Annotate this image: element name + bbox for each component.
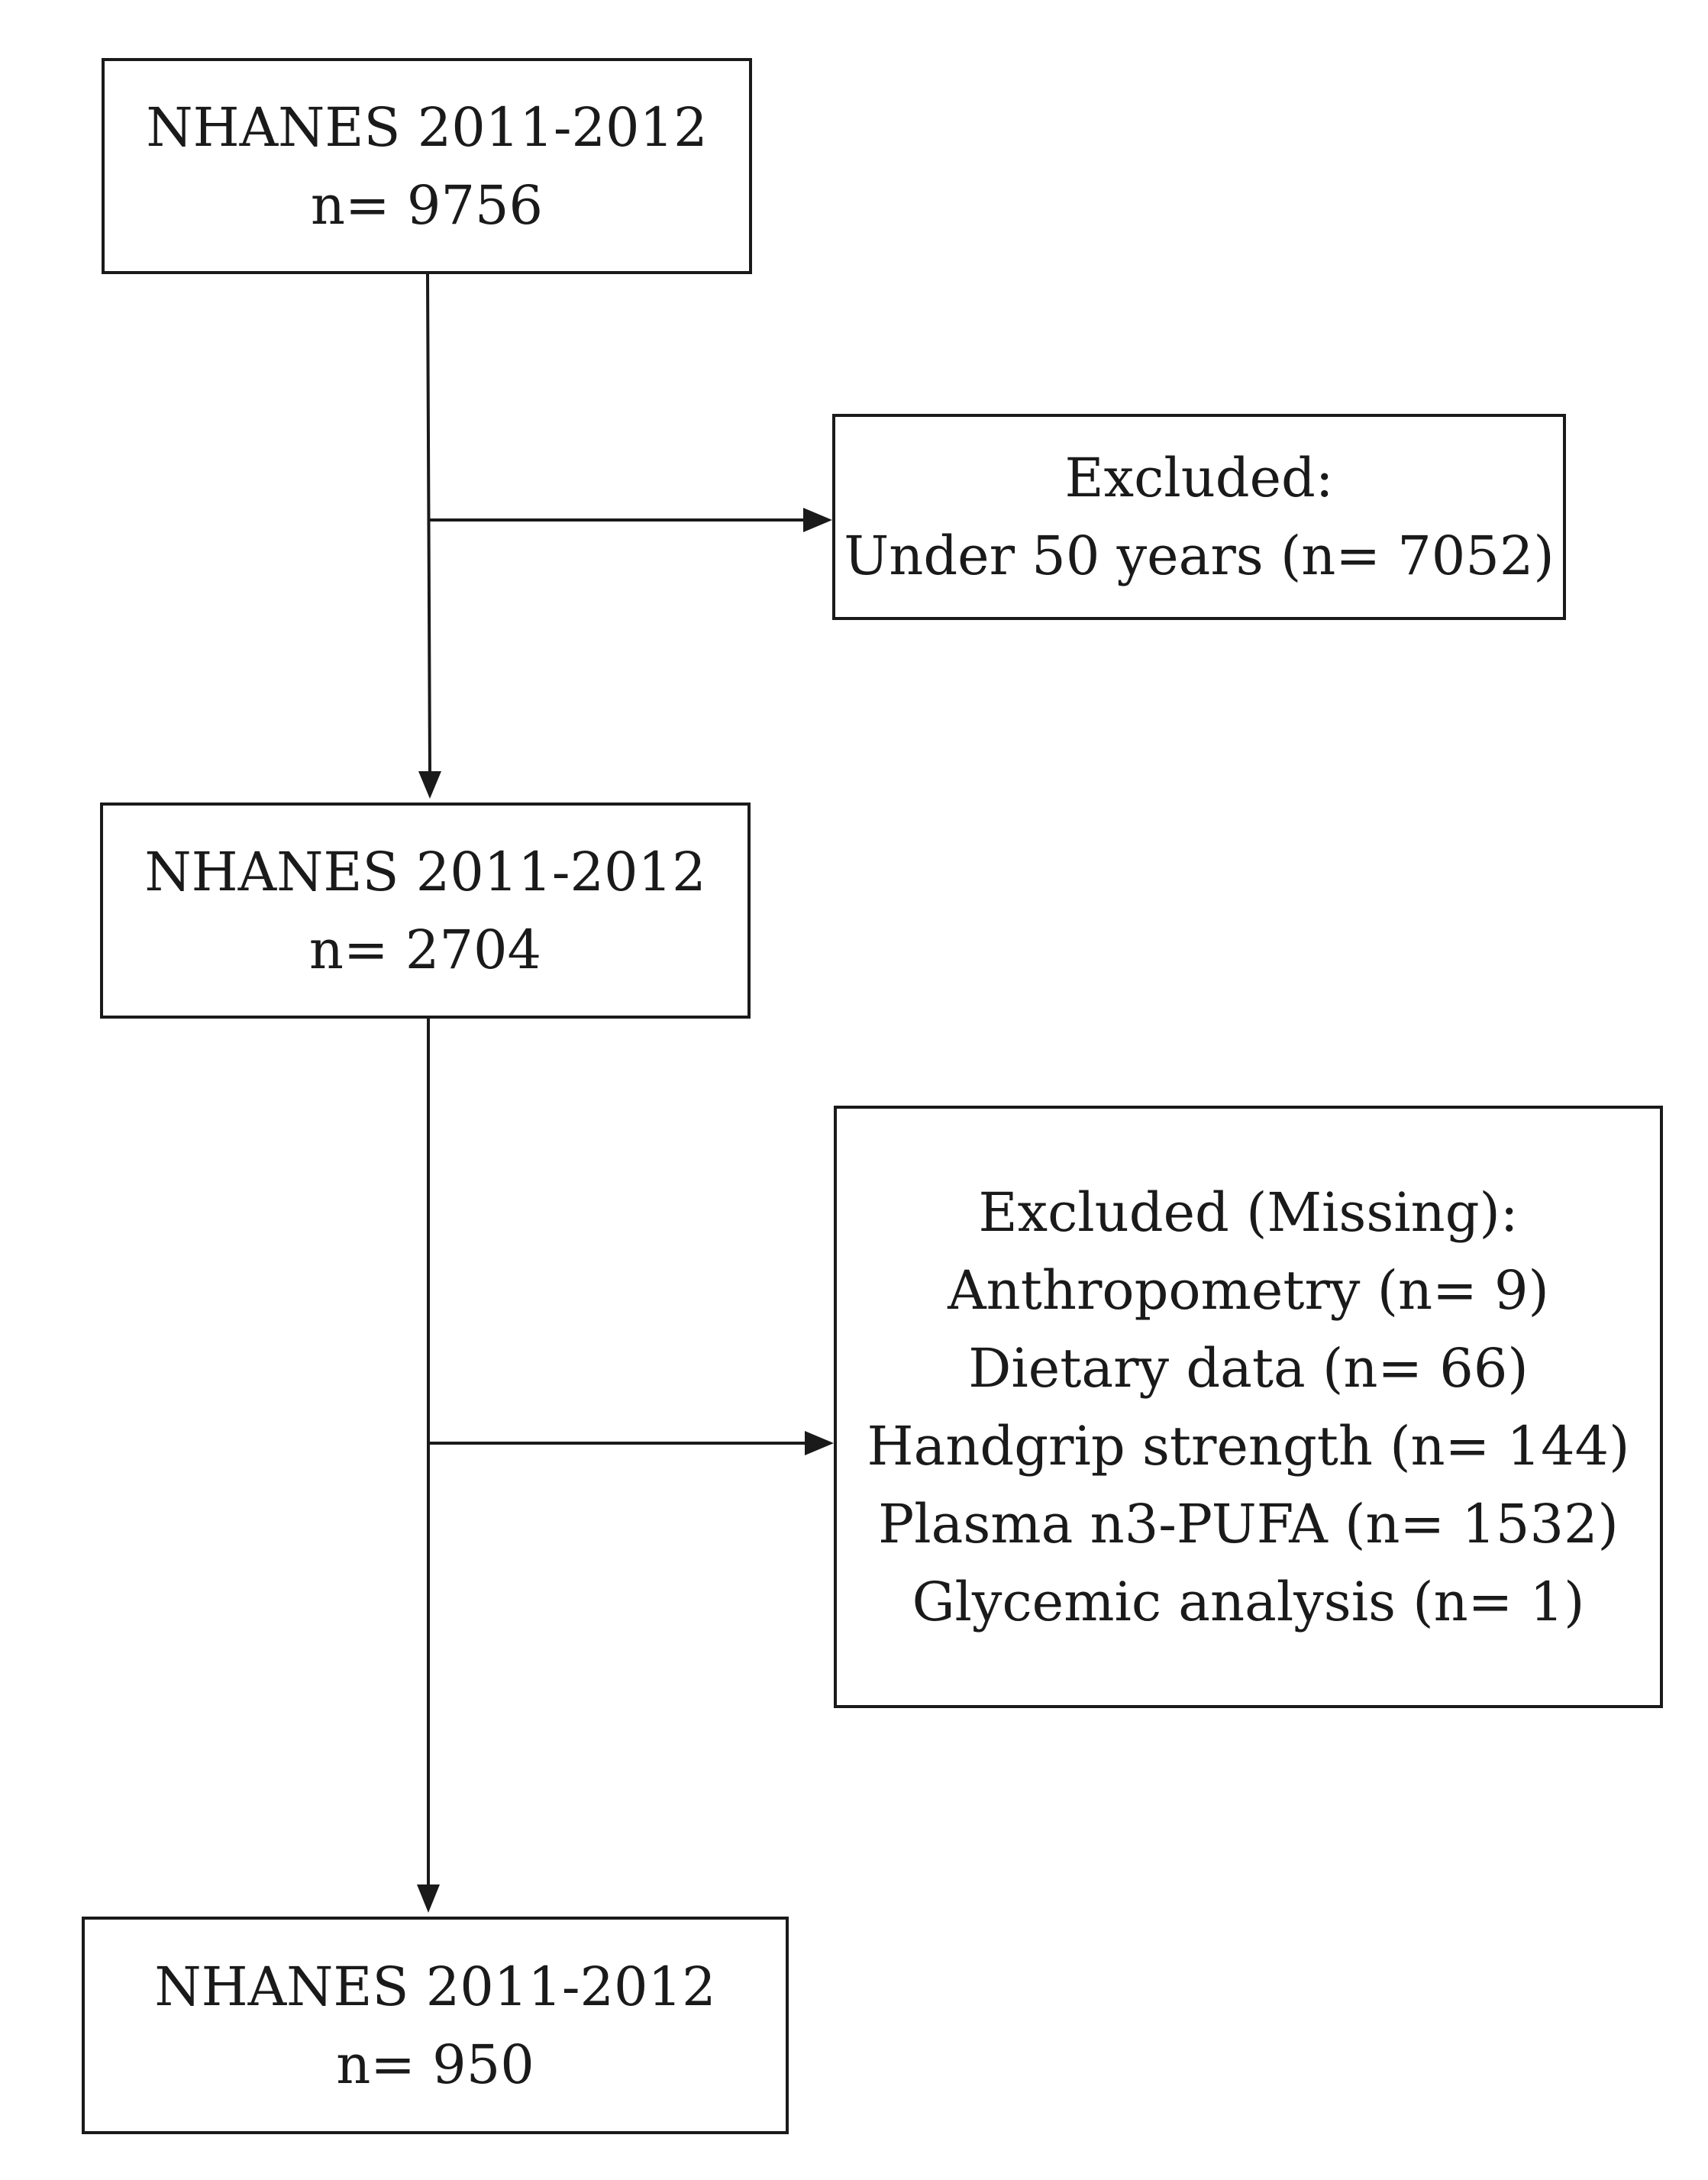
exclusion-age-heading: Excluded: — [1064, 447, 1334, 509]
start-title: NHANES 2011-2012 — [146, 95, 708, 159]
exclusion-missing-box: Excluded (Missing): Anthropometry (n= 9)… — [834, 1106, 1663, 1708]
exclusion-age-box: Excluded: Under 50 years (n= 7052) — [832, 414, 1566, 620]
exclusion-missing-item: Dietary data (n= 66) — [968, 1336, 1529, 1400]
exclusion-missing-item: Plasma n3-PUFA (n= 1532) — [878, 1492, 1619, 1555]
middle-count: n= 2704 — [308, 918, 542, 981]
exclusion-missing-item: Handgrip strength (n= 144) — [867, 1414, 1630, 1478]
final-population-box: NHANES 2011-2012 n= 950 — [82, 1917, 789, 2134]
final-count: n= 950 — [336, 2033, 534, 2096]
middle-title: NHANES 2011-2012 — [144, 840, 706, 903]
arrowhead-final — [417, 1884, 440, 1913]
arrowhead-exclusion-missing — [805, 1431, 834, 1455]
exclusion-missing-item: Anthropometry (n= 9) — [948, 1258, 1549, 1322]
exclusion-missing-heading: Excluded (Missing): — [978, 1180, 1519, 1244]
start-population-box: NHANES 2011-2012 n= 9756 — [102, 58, 752, 274]
middle-population-box: NHANES 2011-2012 n= 2704 — [100, 803, 751, 1019]
final-title: NHANES 2011-2012 — [154, 1955, 716, 2018]
start-count: n= 9756 — [310, 173, 544, 237]
arrow-start-to-middle — [426, 273, 431, 772]
exclusion-age-item: Under 50 years (n= 7052) — [844, 525, 1555, 587]
arrowhead-exclusion-age — [803, 508, 832, 532]
exclusion-missing-item: Glycemic analysis (n= 1) — [912, 1570, 1585, 1633]
arrowhead-middle — [418, 771, 441, 799]
